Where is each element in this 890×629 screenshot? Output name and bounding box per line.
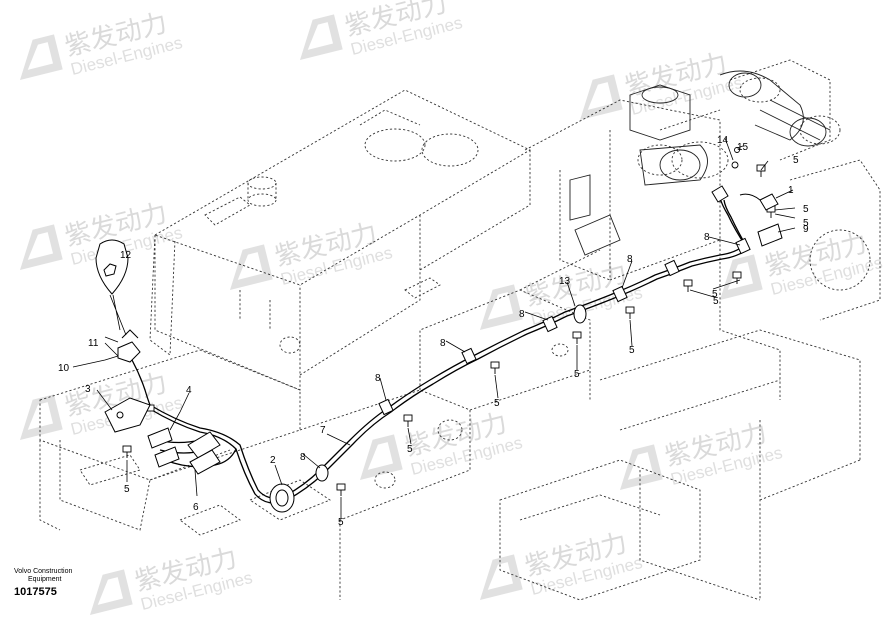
callout-2: 2 <box>270 455 276 466</box>
callout-5: 5 <box>713 296 719 307</box>
callout-8: 8 <box>519 309 525 320</box>
watermark-layer: 紫发动力 Diesel-Engines 紫发动力 Diesel-Engines … <box>20 0 884 615</box>
watermark-logo: 紫发动力 Diesel-Engines <box>480 528 644 600</box>
watermark-logo: 紫发动力 Diesel-Engines <box>230 218 394 290</box>
callout-1: 1 <box>788 185 794 196</box>
callout-8: 8 <box>704 232 710 243</box>
callout-5: 5 <box>803 204 809 215</box>
callout-5: 5 <box>712 289 718 300</box>
leader-lines <box>72 137 796 518</box>
callout-8: 8 <box>627 254 633 265</box>
watermark-logo: 紫发动力 Diesel-Engines <box>20 8 184 80</box>
callout-6: 6 <box>193 502 199 513</box>
callout-7: 7 <box>320 425 326 436</box>
engine-detail <box>569 70 831 256</box>
callout-3: 3 <box>85 384 91 395</box>
callout-9: 9 <box>803 224 809 235</box>
callout-numbers: 1 2 3 4 5 5 5 5 5 5 5 5 5 5 5 6 7 8 8 8 … <box>58 135 809 528</box>
callout-5: 5 <box>407 444 413 455</box>
callout-8: 8 <box>300 452 306 463</box>
brand-line-2: Equipment <box>28 576 62 583</box>
callout-5: 5 <box>574 369 580 380</box>
watermark-logo: 紫发动力 Diesel-Engines <box>580 48 744 120</box>
harness-clips <box>269 237 751 513</box>
watermark-logo: 紫发动力 Diesel-Engines <box>720 228 884 300</box>
drawing-number: 1017575 <box>14 586 57 598</box>
callout-5: 5 <box>629 345 635 356</box>
callout-5: 5 <box>494 398 500 409</box>
screws <box>122 147 776 496</box>
callout-5: 5 <box>124 484 130 495</box>
callout-8: 8 <box>440 338 446 349</box>
callout-15: 15 <box>737 142 749 153</box>
machine-frame-outline <box>39 59 881 601</box>
callout-13: 13 <box>559 276 571 287</box>
callout-5: 5 <box>803 218 809 229</box>
connectors <box>95 185 783 475</box>
callout-10: 10 <box>58 363 70 374</box>
watermark-logo: 紫发动力 Diesel-Engines <box>360 408 524 480</box>
brand-line-1: Volvo Construction <box>14 568 73 575</box>
callout-4: 4 <box>186 385 192 396</box>
callout-5: 5 <box>338 517 344 528</box>
watermark-logo: 紫发动力 Diesel-Engines <box>620 418 784 490</box>
callout-11: 11 <box>88 338 99 349</box>
callout-14: 14 <box>717 135 729 146</box>
callout-5: 5 <box>793 155 799 166</box>
callout-12: 12 <box>120 250 132 261</box>
callout-8: 8 <box>375 373 381 384</box>
watermark-logo: 紫发动力 Diesel-Engines <box>90 543 254 615</box>
watermark-logo: 紫发动力 Diesel-Engines <box>300 0 464 60</box>
